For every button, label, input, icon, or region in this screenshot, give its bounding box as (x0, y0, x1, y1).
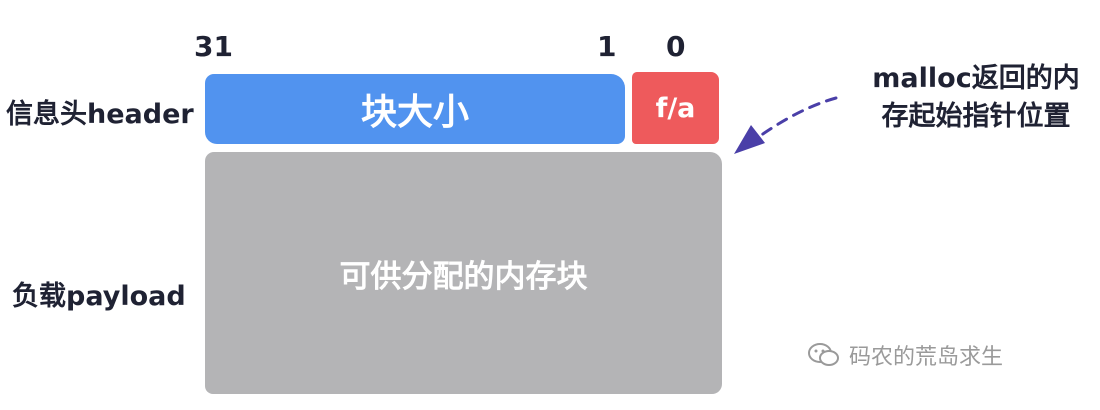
annotation-line-2: 存起始指针位置 (881, 101, 1071, 132)
block-size-text: 块大小 (360, 92, 469, 133)
annotation-line-1: malloc返回的内 (872, 63, 1080, 94)
watermark-text: 码农的荒岛求生 (849, 345, 1004, 370)
malloc-pointer-annotation: malloc返回的内 存起始指针位置 (856, 60, 1096, 136)
block-size-field: 块大小 (205, 74, 625, 144)
wechat-icon (808, 343, 839, 366)
pointer-arrow-line (758, 96, 838, 138)
bit-31-label: 31 (194, 30, 233, 63)
header-label: 信息头header (6, 99, 194, 130)
watermark: 码农的荒岛求生 (807, 339, 1003, 371)
bit-1-label: 1 (597, 30, 617, 63)
pointer-arrow-head (734, 125, 765, 154)
bit-0-label: 0 (666, 30, 686, 63)
alloc-flag-field: f/a (632, 72, 719, 144)
payload-block-text: 可供分配的内存块 (339, 258, 588, 295)
payload-label: 负载payload (12, 281, 186, 312)
payload-block: 可供分配的内存块 (205, 152, 722, 394)
alloc-flag-text: f/a (655, 92, 696, 124)
